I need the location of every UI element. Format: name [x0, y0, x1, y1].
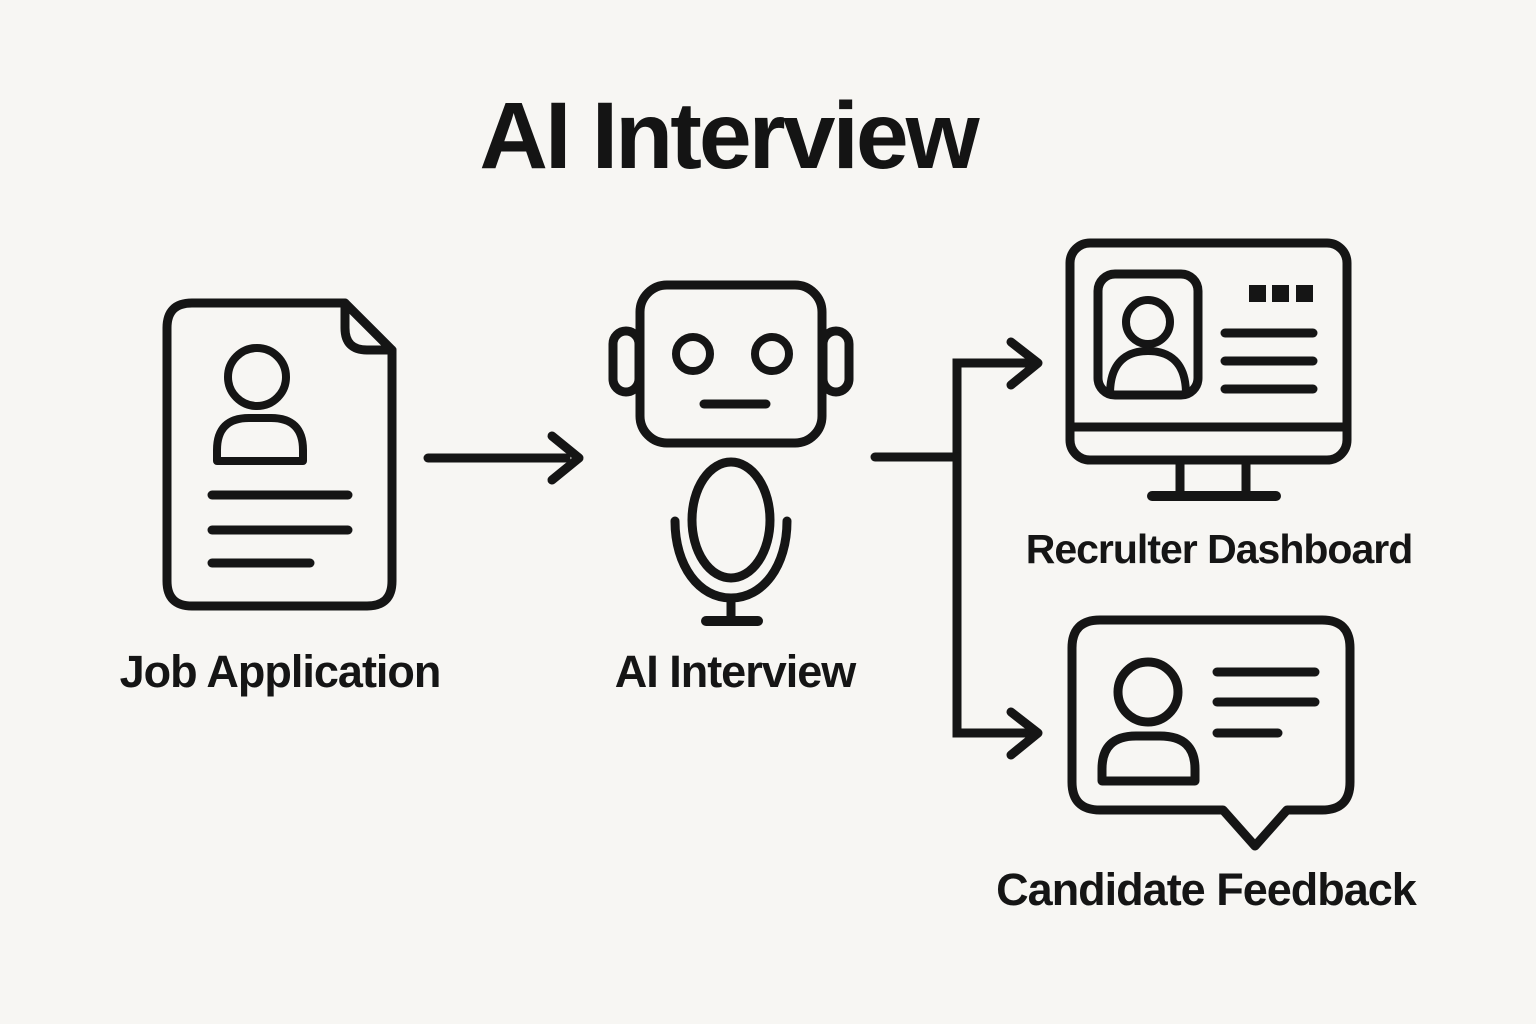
- person-shoulders: [1097, 731, 1200, 786]
- robot-eye-left: [672, 333, 714, 375]
- speech-bubble-user-icon: [1067, 615, 1355, 851]
- job-application-label: Job Application: [119, 646, 442, 697]
- person-head: [1113, 657, 1183, 727]
- person-head: [224, 344, 290, 410]
- menu-square: [1249, 285, 1266, 302]
- robot-head: [635, 280, 827, 448]
- document-user-icon: [162, 298, 397, 611]
- microphone-icon: [670, 457, 792, 626]
- person-shoulders: [1106, 347, 1190, 398]
- arrow-job-to-interview: [423, 431, 584, 485]
- robot-eye-right: [751, 333, 793, 375]
- branch-connector: [870, 337, 1043, 760]
- arrow-head-icon: [1006, 707, 1043, 760]
- diagram-title: AI Interview: [479, 83, 979, 189]
- recruiter-dashboard-label: Recrulter Dashboard: [1025, 526, 1414, 572]
- connector-branch-top: [952, 358, 1033, 462]
- speech-bubble-outline: [1067, 615, 1355, 851]
- person-shoulders: [213, 414, 307, 465]
- arrow-head-icon: [1006, 337, 1043, 390]
- robot-icon: [608, 280, 854, 448]
- menu-square: [1272, 285, 1289, 302]
- document-fold-corner: [340, 298, 397, 355]
- monitor-profile-icon: [1065, 238, 1352, 501]
- profile-card: [1093, 269, 1203, 400]
- microphone-capsule: [687, 457, 775, 583]
- menu-square: [1296, 285, 1313, 302]
- robot-ear-right: [818, 326, 854, 397]
- connector-branch-bottom: [952, 452, 1033, 738]
- ai-interview-label: AI Interview: [614, 646, 857, 697]
- person-head: [1122, 296, 1174, 348]
- arrow-head-icon: [547, 431, 584, 485]
- candidate-feedback-label: Candidate Feedback: [996, 864, 1417, 915]
- monitor-screen: [1065, 238, 1352, 465]
- robot-ear-left: [608, 326, 644, 397]
- document-outline: [162, 298, 397, 611]
